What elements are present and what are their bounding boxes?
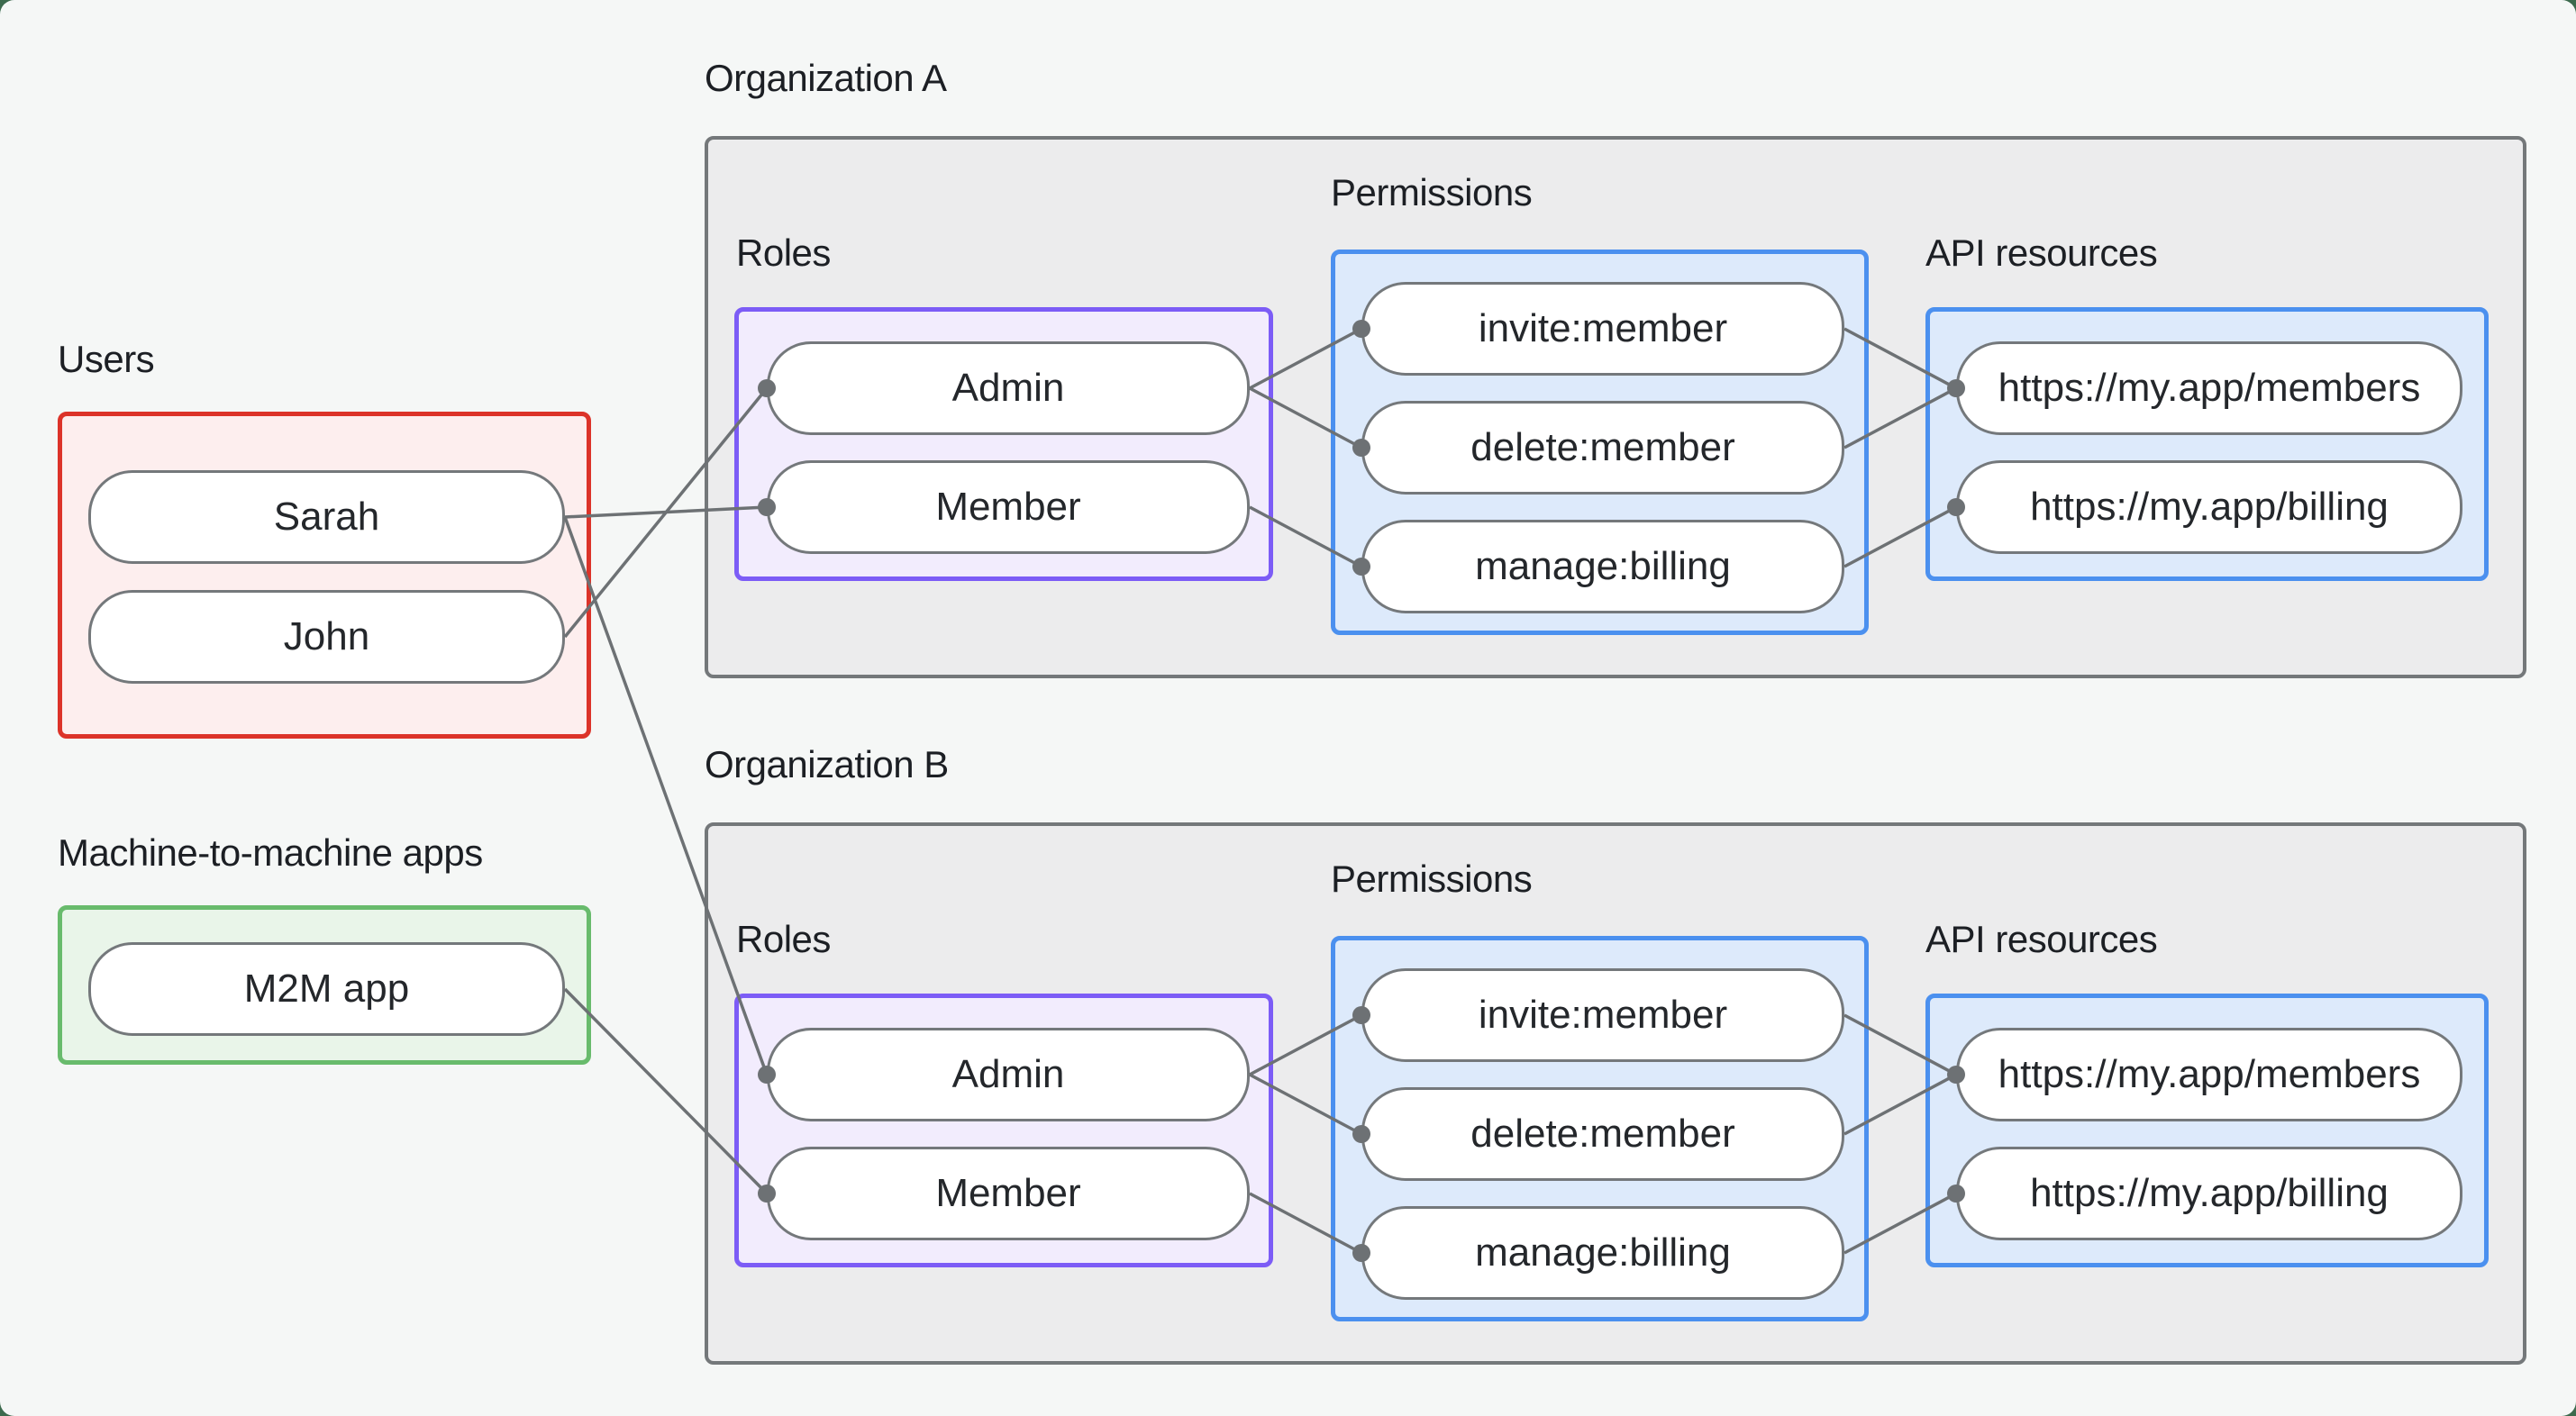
org-a-roles-label: Roles — [736, 231, 831, 274]
org-a-role-pill-admin: Admin — [767, 341, 1250, 435]
m2m-app-pill: M2M app — [88, 942, 565, 1036]
org-b-role-pill-admin: Admin — [767, 1028, 1250, 1121]
users-group-label: Users — [58, 338, 155, 380]
org-a-permission-pill-delete: delete:member — [1361, 401, 1844, 495]
user-pill-sarah: Sarah — [88, 470, 565, 564]
org-b-title: Organization B — [705, 743, 949, 785]
org-b-api-resources-label: API resources — [1925, 918, 2158, 960]
users-group-box — [58, 412, 591, 739]
org-a-api-resources-label: API resources — [1925, 231, 2158, 274]
org-a-role-pill-member: Member — [767, 460, 1250, 554]
org-a-api-pill-members: https://my.app/members — [1956, 341, 2462, 435]
org-a-permissions-label: Permissions — [1331, 171, 1533, 213]
org-b-permission-pill-manage: manage:billing — [1361, 1206, 1844, 1300]
org-a-permission-pill-manage: manage:billing — [1361, 520, 1844, 613]
org-b-permission-pill-invite: invite:member — [1361, 968, 1844, 1062]
org-b-permission-pill-delete: delete:member — [1361, 1087, 1844, 1181]
user-pill-john: John — [88, 590, 565, 684]
org-a-title: Organization A — [705, 57, 947, 99]
org-a-api-pill-billing: https://my.app/billing — [1956, 460, 2462, 554]
org-b-permissions-label: Permissions — [1331, 858, 1533, 900]
org-b-roles-label: Roles — [736, 918, 831, 960]
org-b-api-pill-members: https://my.app/members — [1956, 1028, 2462, 1121]
m2m-group-label: Machine-to-machine apps — [58, 831, 483, 874]
org-b-role-pill-member: Member — [767, 1147, 1250, 1240]
org-b-api-pill-billing: https://my.app/billing — [1956, 1147, 2462, 1240]
org-a-permission-pill-invite: invite:member — [1361, 282, 1844, 376]
